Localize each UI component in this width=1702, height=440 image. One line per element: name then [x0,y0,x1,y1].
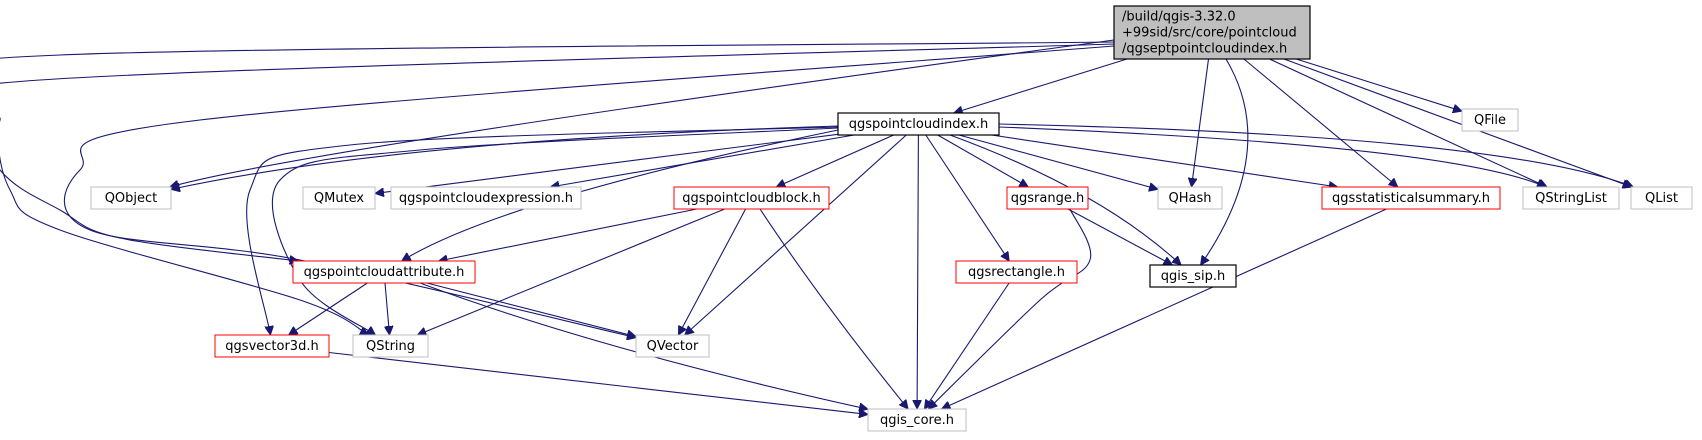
edge-qgsvector3d-to-qgis_core [328,351,868,415]
node-label-qvector: QVector [647,339,699,354]
node-label-qgsrectangle: qgsrectangle.h [968,265,1065,280]
node-qmutex: QMutex [302,186,376,210]
node-qstring: QString [352,334,429,358]
node-label-qgspointcloudexpression: qgspointcloudexpression.h [399,191,573,206]
node-box-qgsstatisticalsummary [1321,186,1501,210]
node-qobject: QObject [90,186,172,210]
node-box-qvector [635,334,710,358]
node-box-qgsrectangle [955,260,1078,284]
node-qgsstatisticalsummary[interactable]: qgsstatisticalsummary.h [1321,186,1501,210]
edge-qgspointcloudindex-to-qgsstatisticalsummary [991,134,1338,187]
node-qgsrectangle[interactable]: qgsrectangle.h [955,260,1078,284]
node-qhash: QHash [1157,186,1223,210]
edges-layer [0,39,1633,415]
edge-root-to-qlist [1283,58,1632,187]
node-qlist: QList [1630,186,1693,210]
node-label-qgsstatisticalsummary: qgsstatisticalsummary.h [1332,191,1490,206]
edge-qgspointcloudindex-to-qvector [685,134,907,335]
edge-qgspointcloudblock-to-qstring [417,208,725,335]
edge-qgspointcloudattribute-to-qstring [385,282,390,335]
node-box-qlist [1630,186,1693,210]
node-label-qfile: QFile [1474,113,1506,128]
node-qgspointcloudindex[interactable]: qgspointcloudindex.h [837,112,1000,136]
node-box-qgis_sip [1149,264,1237,288]
node-box-qobject [90,186,172,210]
edge-qgspointcloudblock-to-qgis_core [759,208,908,409]
edge-qgspointcloudindex-to-qgsrectangle [925,134,1009,261]
node-box-qfile [1461,108,1519,132]
edge-qgspointcloudblock-to-qgspointcloudattribute [439,208,698,261]
node-root[interactable]: /build/qgis-3.32.0+99sid/src/core/pointc… [1113,5,1311,60]
edge-qgsrange-to-qgis_core [928,208,1092,409]
edge-qgspointcloudindex-to-qhash [958,134,1158,189]
node-box-qgspointcloudexpression [390,186,582,210]
node-qstringlist: QStringList [1522,186,1620,210]
edge-root-to-qhash [1192,58,1210,187]
node-label-qstring: QString [366,339,415,354]
edge-qgsrectangle-to-qgis_core [924,282,1010,409]
node-qgsrange[interactable]: qgsrange.h [1006,186,1089,210]
node-qgspointcloudexpression: qgspointcloudexpression.h [390,186,582,210]
node-box-root [1113,5,1311,60]
node-label-qgsrange: qgsrange.h [1011,191,1084,206]
node-label-qgspointcloudattribute: qgspointcloudattribute.h [304,265,465,280]
edge-qgspointcloudindex-to-qstringlist [998,126,1546,187]
node-box-qstringlist [1522,186,1620,210]
node-label-qgis_core: qgis_core.h [880,413,954,428]
node-box-qgsvector3d [214,334,330,358]
node-label-qlist: QList [1645,191,1678,206]
edge-root-to-qvector [63,45,1115,338]
node-box-qstring [352,334,429,358]
node-label-qstringlist: QStringList [1535,191,1607,206]
node-label-qobject: QObject [105,191,158,206]
edge-qgspointcloudindex-to-qgsrange [937,134,1029,187]
node-qgis_sip[interactable]: qgis_sip.h [1149,264,1237,288]
node-qgspointcloudattribute[interactable]: qgspointcloudattribute.h [292,260,476,284]
nodes-layer: /build/qgis-3.32.0+99sid/src/core/pointc… [90,5,1693,432]
node-label-qgis_sip: qgis_sip.h [1161,269,1225,284]
node-box-qgsrange [1006,186,1089,210]
edge-qgspointcloudindex-to-qlist [998,123,1633,187]
edge-qgspointcloudblock-to-qvector [677,208,747,335]
edge-qgspointcloudindex-to-qgsvector3d [246,126,839,335]
node-label-qgspointcloudindex: qgspointcloudindex.h [849,117,989,132]
node-label-qgsvector3d: qgsvector3d.h [225,339,318,354]
node-qgspointcloudblock[interactable]: qgspointcloudblock.h [673,186,830,210]
edge-qgsrange-to-qgis_sip [1067,208,1173,266]
node-label-qmutex: QMutex [314,191,365,206]
node-label-root-2: /qgseptpointcloudindex.h [1122,42,1287,57]
node-qgis_core: qgis_core.h [867,408,967,432]
edge-qgspointcloudattribute-to-qgis_core [419,282,868,409]
edge-root-to-qstring [0,43,1115,336]
node-qfile: QFile [1461,108,1519,132]
edge-root-to-qfile [1296,58,1462,111]
node-qgsvector3d[interactable]: qgsvector3d.h [214,334,330,358]
edge-qgsstatisticalsummary-to-qgis_core [942,208,1387,409]
edge-qgspointcloudattribute-to-qvector [426,282,636,337]
edge-root-to-qstringlist [1269,58,1548,187]
edge-root-to-qgsstatisticalsummary [1243,58,1398,187]
node-box-qgspointcloudindex [837,112,1000,136]
node-label-qhash: QHash [1169,191,1212,206]
edge-qgspointcloudindex-to-qgspointcloudblock [776,134,894,187]
edge-root-to-qgis_sip [1201,58,1249,265]
edge-root-to-qobject [170,39,1115,187]
edge-qgspointcloudindex-to-qstring [271,127,839,335]
node-box-qgspointcloudblock [673,186,830,210]
edge-qgspointcloudindex-to-qgis_core [917,134,918,409]
node-label-root-1: +99sid/src/core/pointcloud [1122,26,1297,41]
edge-root-to-qgspointcloudindex [954,58,1128,113]
node-label-qgspointcloudblock: qgspointcloudblock.h [682,191,821,206]
node-qvector: QVector [635,334,710,358]
node-box-qhash [1157,186,1223,210]
edge-qgspointcloudindex-to-qgspointcloudexpression [550,134,855,187]
node-box-qmutex [302,186,376,210]
node-label-root-0: /build/qgis-3.32.0 [1122,10,1236,25]
node-box-qgis_core [867,408,967,432]
node-box-qgspointcloudattribute [292,260,476,284]
edge-qgspointcloudattribute-to-qgsvector3d [289,282,368,335]
edge-root-to-qgspointcloudattribute [0,41,1115,261]
edge-qgspointcloudindex-to-qmutex [375,133,839,193]
